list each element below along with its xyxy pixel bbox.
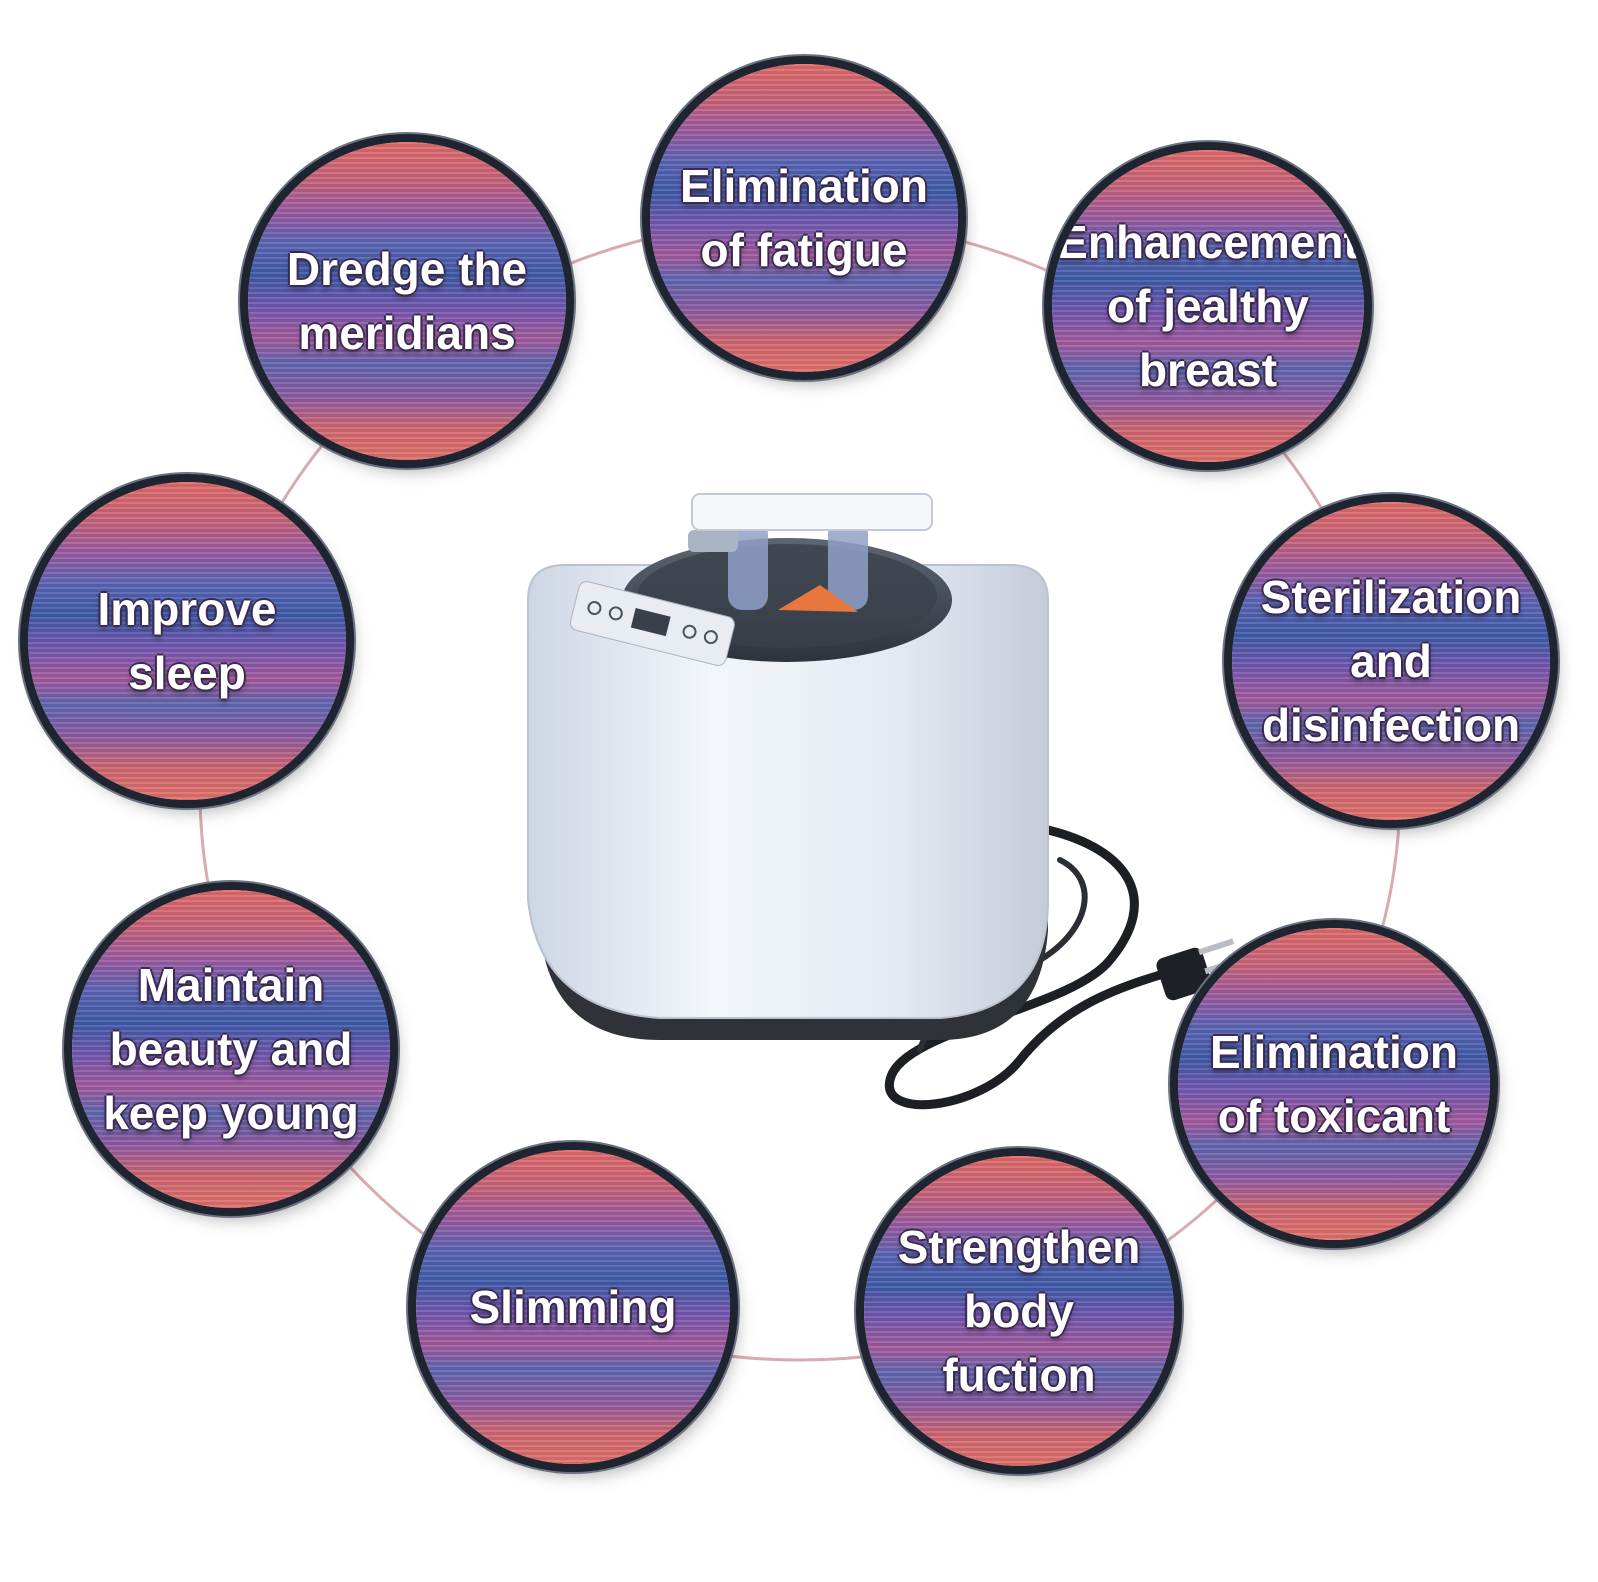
power-cord — [884, 825, 1165, 1110]
benefit-label-line: Dredge the — [286, 243, 528, 295]
benefit-label: Enhancement of jealthy breast — [1052, 210, 1364, 402]
benefit-label: Strengthen body fuction — [864, 1215, 1174, 1407]
badge-stripes — [416, 1150, 730, 1464]
benefit-badge-elimination-of-fatigue: Elimination of fatigue — [650, 64, 958, 372]
badge-stripes — [28, 482, 346, 800]
benefit-label: Sterilization and disinfection — [1232, 565, 1550, 757]
benefit-label-line: Elimination — [1210, 1026, 1458, 1078]
benefit-label-line: Elimination — [680, 160, 928, 212]
benefit-label: Improve sleep — [28, 577, 346, 705]
badge-stripes — [1232, 502, 1550, 820]
benefit-badge-enhancement-of-jealthy-breast: Enhancement of jealthy breast — [1052, 150, 1364, 462]
benefit-label-line: beauty and — [109, 1023, 353, 1075]
benefit-label: Elimination of fatigue — [650, 154, 958, 282]
benefit-label-line: Improve — [97, 583, 277, 635]
benefit-badge-maintain-beauty-and-keep-young: Maintain beauty and keep young — [72, 890, 390, 1208]
badge-stripes — [1052, 150, 1364, 462]
control-panel — [569, 581, 735, 666]
benefit-badge-improve-sleep: Improve sleep — [28, 482, 346, 800]
benefit-label-line: Maintain — [137, 959, 325, 1011]
benefit-label-line: meridians — [298, 307, 516, 359]
benefit-label-line: breast — [1138, 344, 1278, 396]
benefit-label-line: fuction — [942, 1349, 1096, 1401]
benefit-label-line: sleep — [128, 647, 246, 699]
benefit-label-line: keep young — [103, 1087, 359, 1139]
benefit-label: Dredge the meridians — [248, 237, 566, 365]
benefit-badge-dredge-the-meridians: Dredge the meridians — [248, 142, 566, 460]
benefit-badge-elimination-of-toxicant: Elimination of toxicant — [1178, 928, 1490, 1240]
benefit-label-line: and — [1350, 635, 1432, 687]
badge-stripes — [72, 890, 390, 1208]
badge-stripes — [248, 142, 566, 460]
benefit-label-line: body — [964, 1285, 1074, 1337]
benefit-label: Elimination of toxicant — [1178, 1020, 1490, 1148]
benefit-label-line: Slimming — [469, 1281, 677, 1333]
badge-stripes — [864, 1156, 1174, 1466]
benefit-label: Slimming — [416, 1275, 730, 1339]
benefit-label-line: Sterilization — [1260, 571, 1522, 623]
benefit-label-line: of fatigue — [700, 224, 908, 276]
benefit-badge-slimming: Slimming — [416, 1150, 730, 1464]
benefit-label-line: Strengthen — [897, 1221, 1141, 1273]
badge-stripes — [1178, 928, 1490, 1240]
benefit-label-line: Enhancement — [1057, 216, 1359, 268]
benefit-label-line: disinfection — [1261, 699, 1521, 751]
benefit-label-line: of jealthy — [1107, 280, 1309, 332]
badge-stripes — [650, 64, 958, 372]
benefit-label-line: of toxicant — [1217, 1090, 1451, 1142]
benefit-label: Maintain beauty and keep young — [72, 953, 390, 1145]
benefit-badge-strengthen-body-fuction: Strengthen body fuction — [864, 1156, 1174, 1466]
benefit-badge-sterilization-and-disinfection: Sterilization and disinfection — [1232, 502, 1550, 820]
